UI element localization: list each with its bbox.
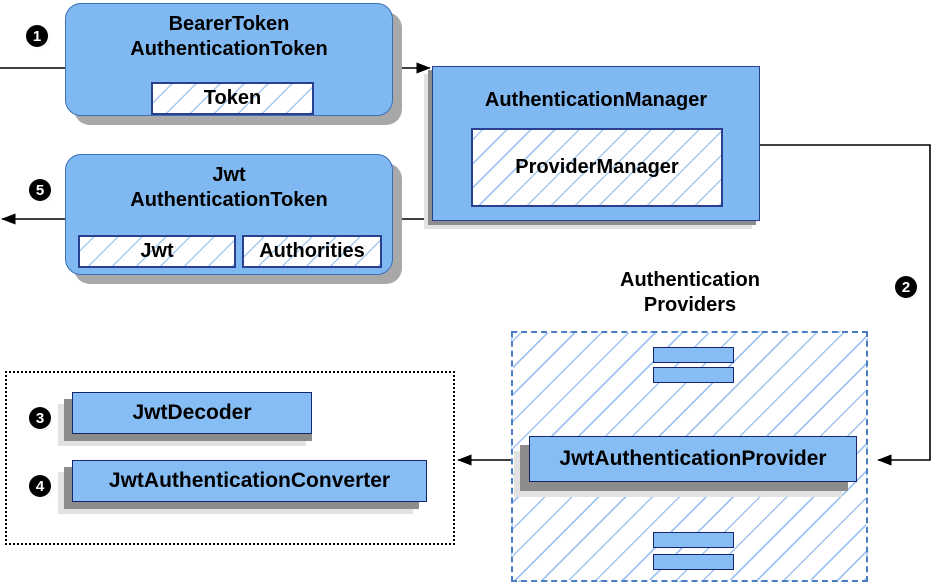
bearer-token-title: BearerToken AuthenticationToken [130, 13, 328, 60]
jwt-token-card[interactable]: Jwt AuthenticationToken Jwt Authorities [65, 154, 393, 275]
provider-bar-top-2[interactable] [653, 367, 734, 383]
provider-manager-inner: ProviderManager [471, 128, 723, 207]
step-marker-1: 1 [26, 25, 48, 47]
provider-bar-top-1[interactable] [653, 347, 734, 363]
authentication-manager-card[interactable]: AuthenticationManager ProviderManager [432, 66, 760, 221]
authentication-manager-title: AuthenticationManager [484, 89, 708, 111]
step-marker-5: 5 [29, 179, 51, 201]
jwt-token-title: Jwt AuthenticationToken [130, 164, 328, 211]
provider-bar-bottom-2[interactable] [653, 554, 734, 570]
bearer-token-slot-token: Token [151, 82, 314, 115]
jwt-token-slot-authorities: Authorities [242, 235, 382, 268]
jwt-authentication-provider-card[interactable]: JwtAuthenticationProvider [529, 436, 857, 482]
jwt-support-container [5, 371, 455, 545]
jwt-token-slot-jwt: Jwt [78, 235, 236, 268]
authentication-providers-title: Authentication Providers [620, 269, 760, 316]
jwt-authentication-converter-card[interactable]: JwtAuthenticationConverter [72, 460, 427, 502]
bearer-token-card[interactable]: BearerToken AuthenticationToken Token [65, 3, 393, 116]
step-marker-4: 4 [29, 475, 51, 497]
provider-bar-bottom-1[interactable] [653, 532, 734, 548]
jwt-decoder-card[interactable]: JwtDecoder [72, 392, 312, 434]
step-marker-2: 2 [895, 276, 917, 298]
arrow-manager-to-provider [760, 144, 931, 466]
step-marker-3: 3 [29, 407, 51, 429]
